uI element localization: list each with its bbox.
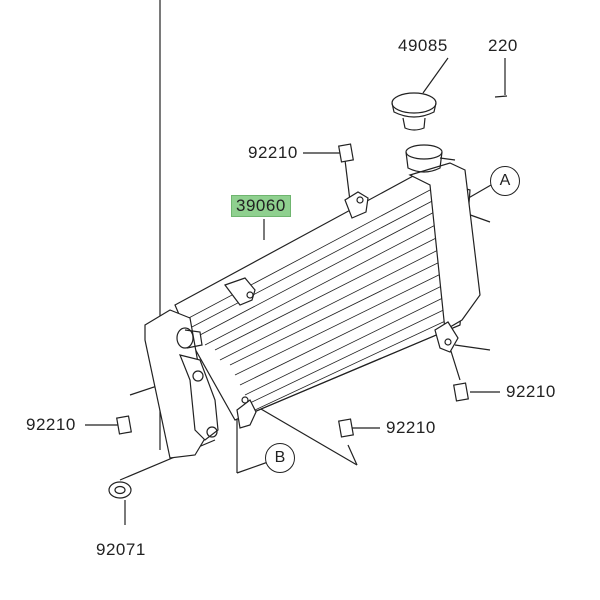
part-label-nut-left[interactable]: 92210 (26, 415, 76, 434)
part-label-cap[interactable]: 49085 (398, 36, 448, 55)
left-tank (144, 309, 219, 459)
radiator-core (174, 174, 471, 421)
right-tank (391, 92, 508, 331)
part-label-screw[interactable]: 220 (488, 36, 518, 55)
brackets (224, 191, 459, 429)
callout-b: B (265, 443, 295, 473)
part-label-radiator[interactable]: 39060 (231, 195, 291, 217)
clip-nuts (116, 143, 469, 438)
part-label-grommet[interactable]: 92071 (96, 540, 146, 559)
part-label-nut-top[interactable]: 92210 (248, 143, 298, 162)
part-label-nut-middle[interactable]: 92210 (386, 418, 436, 437)
grommet (108, 481, 132, 499)
callout-a: A (490, 166, 520, 196)
part-label-nut-right[interactable]: 92210 (506, 382, 556, 401)
